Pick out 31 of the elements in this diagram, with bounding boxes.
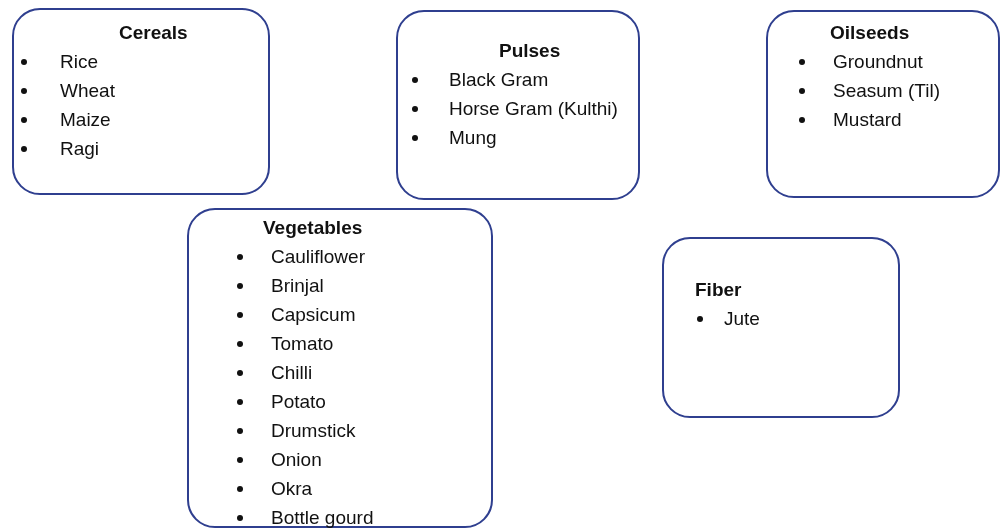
category-heading: Fiber [695,280,742,299]
list-item: Maize [60,110,111,129]
list-item: Drumstick [271,421,356,440]
category-box [187,208,493,528]
list-item: Bottle gourd [271,508,374,527]
category-heading: Cereals [119,23,188,42]
list-item: Chilli [271,363,313,382]
list-item: Brinjal [271,276,324,295]
list-item: Potato [271,392,326,411]
list-item: Mustard [833,110,902,129]
list-item: Okra [271,479,313,498]
list-item: Jute [724,309,760,328]
list-item: Tomato [271,334,334,353]
list-item: Ragi [60,139,100,158]
list-item: Wheat [60,81,115,100]
list-item: Rice [60,52,98,71]
category-heading: Pulses [499,41,561,60]
list-item: Horse Gram (Kulthi) [449,99,618,118]
list-item: Seasum (Til) [833,81,940,100]
list-item: Mung [449,128,497,147]
list-item: Groundnut [833,52,923,71]
category-box [12,8,270,195]
list-item: Capsicum [271,305,356,324]
category-box [662,237,900,418]
list-item: Cauliflower [271,247,365,266]
category-heading: Oilseeds [830,23,910,42]
category-heading: Vegetables [263,218,363,237]
category-box [396,10,640,200]
list-item: Onion [271,450,322,469]
category-box [766,10,1000,198]
list-item: Black Gram [449,70,549,89]
